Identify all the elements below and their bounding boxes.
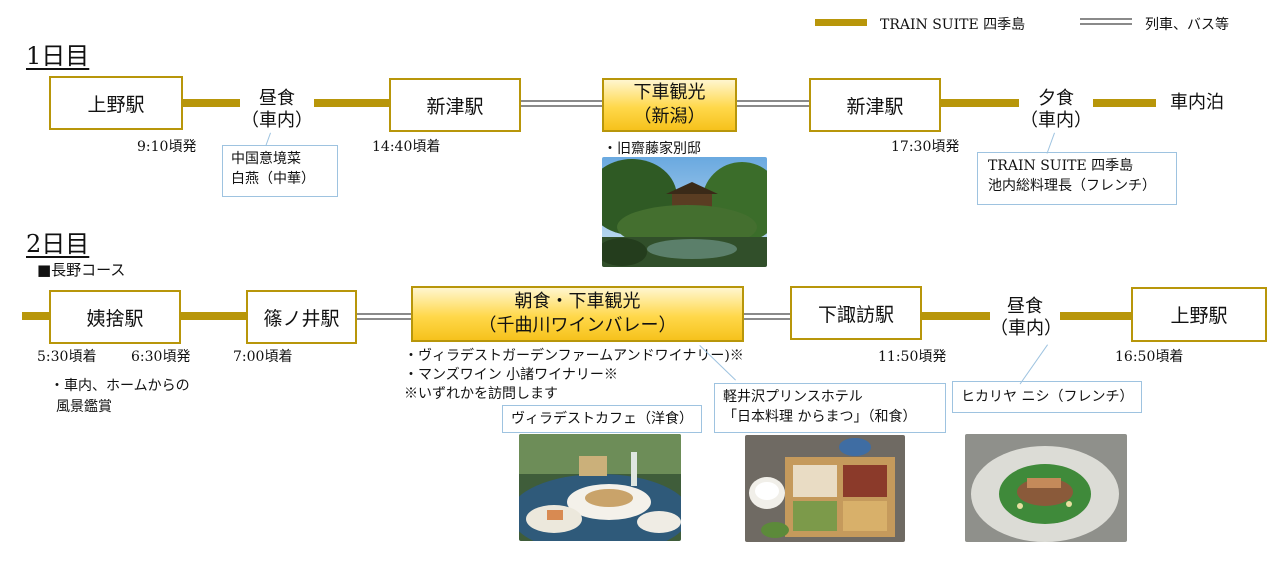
d2-hikariya-note-text: ヒカリヤ ニシ（フレンチ） — [961, 389, 1134, 405]
d1-line-dinner-overnight — [1090, 99, 1156, 107]
day2-course-label: ■長野コース — [37, 261, 126, 279]
d1-dinner-note-line2: 池内総料理長（フレンチ） — [988, 178, 1156, 194]
d1-line-sight-niitsu — [736, 100, 810, 107]
d2-cafe-note-text: ヴィラデストカフェ（洋食） — [511, 411, 693, 427]
d1-dinner-note-line1: TRAIN SUITE 四季島 — [988, 158, 1134, 174]
d1-dinner-callout-line — [1046, 132, 1055, 154]
d1-dinner-sub: （車内） — [1020, 110, 1092, 131]
d1-line-niitsu-dinner — [940, 99, 1020, 107]
d2-shimosuwa-station: 下諏訪駅 — [790, 286, 922, 340]
d2-line-shinonoi-breakfast — [356, 313, 412, 320]
legend-other-line — [1080, 18, 1132, 25]
japanese-meal-photo — [745, 435, 905, 542]
day2-label: 2日目 — [26, 230, 90, 258]
d1-sightseeing-sub: （新潟） — [633, 106, 706, 127]
d2-time-arrive-obasute: 5:30頃着 — [37, 349, 97, 365]
d1-lunch-note-line2: 白燕（中華） — [231, 171, 315, 187]
d2-breakfast-label: 朝食・下車観光 — [514, 291, 641, 312]
d2-prince-note: 軽井沢プリンスホテル 「日本料理 からまつ」（和食） — [714, 383, 946, 433]
d1-dinner-node: 夕食 （車内） — [1019, 88, 1093, 132]
d1-lunch-node: 昼食 （車内） — [240, 88, 314, 132]
d1-sightseeing-niigata: 下車観光 （新潟） — [602, 78, 737, 132]
d2-time-depart-obasute: 6:30頃発 — [131, 349, 191, 365]
d1-sightseeing-label: 下車観光 — [633, 82, 706, 103]
d2-ueno-station: 上野駅 — [1131, 287, 1267, 342]
d1-lunch-label: 昼食 — [259, 88, 295, 109]
d2-line-shimosuwa-lunch — [920, 312, 996, 320]
legend-train-suite-line — [815, 19, 867, 26]
d2-wine-note-line3: ※いずれかを訪問します — [404, 386, 558, 402]
d1-sight-note: ・旧齋藤家別邸 — [603, 141, 701, 157]
d1-lunch-note: 中国意境菜 白燕（中華） — [222, 145, 338, 197]
d2-lunch-label: 昼食 — [1007, 296, 1043, 317]
day1-label: 1日目 — [26, 42, 90, 70]
d2-line-start — [22, 312, 50, 320]
d1-line-ueno-lunch — [182, 99, 242, 107]
d1-lunch-sub: （車内） — [241, 110, 313, 131]
d2-wine-note-line1: ・ヴィラデストガーデンファームアンドワイナリー)※ — [404, 348, 744, 364]
d1-niitsu-station-2: 新津駅 — [809, 78, 941, 132]
d1-lunch-note-line1: 中国意境菜 — [231, 151, 301, 167]
d1-niitsu-station-1: 新津駅 — [389, 78, 521, 132]
d2-obasute-note-line1: ・車内、ホームからの — [50, 378, 190, 394]
d2-time-arrive-ueno: 16:50頃着 — [1115, 349, 1184, 365]
western-meal-photo — [519, 434, 681, 541]
garden-photo — [602, 157, 767, 267]
d2-prince-note-line2: 「日本料理 からまつ」（和食） — [723, 409, 917, 425]
d1-ueno-station: 上野駅 — [49, 76, 183, 130]
d1-dinner-label: 夕食 — [1038, 88, 1074, 109]
d1-overnight: 車内泊 — [1158, 92, 1236, 114]
d2-hikariya-note: ヒカリヤ ニシ（フレンチ） — [952, 381, 1142, 413]
d2-shinonoi-station: 篠ノ井駅 — [246, 290, 357, 344]
d2-breakfast-sub: （千曲川ワインバレー） — [478, 315, 677, 336]
d2-breakfast-sightseeing: 朝食・下車観光 （千曲川ワインバレー） — [411, 286, 744, 342]
d1-time-depart-ueno: 9:10頃発 — [137, 139, 197, 155]
d1-line-lunch-niitsu — [312, 99, 390, 107]
d2-prince-note-line1: 軽井沢プリンスホテル — [723, 389, 863, 405]
d2-line-breakfast-shimosuwa — [743, 313, 791, 320]
d2-hikariya-callout-line — [1019, 344, 1048, 385]
d2-cafe-note: ヴィラデストカフェ（洋食） — [502, 405, 702, 433]
d2-obasute-note-line2: 風景鑑賞 — [56, 399, 112, 415]
d2-obasute-station: 姨捨駅 — [49, 290, 181, 344]
d2-time-depart-shimosuwa: 11:50頃発 — [878, 349, 947, 365]
french-dish-photo — [965, 434, 1127, 542]
d2-line-obasute-shinonoi — [180, 312, 248, 320]
d2-time-arrive-shinonoi: 7:00頃着 — [233, 349, 293, 365]
d1-time-arrive-niitsu: 14:40頃着 — [372, 139, 441, 155]
d1-time-depart-niitsu: 17:30頃発 — [891, 139, 960, 155]
legend-other-label: 列車、バス等 — [1145, 17, 1229, 33]
legend-train-suite-label: TRAIN SUITE 四季島 — [880, 17, 1026, 33]
d2-line-lunch-ueno — [1058, 312, 1132, 320]
d2-wine-note-line2: ・マンズワイン 小諸ワイナリー※ — [404, 367, 618, 383]
d1-dinner-note: TRAIN SUITE 四季島 池内総料理長（フレンチ） — [977, 152, 1177, 205]
d2-lunch-node: 昼食 （車内） — [990, 296, 1062, 340]
d1-line-niitsu-sight — [520, 100, 603, 107]
d2-lunch-sub: （車内） — [990, 318, 1062, 339]
